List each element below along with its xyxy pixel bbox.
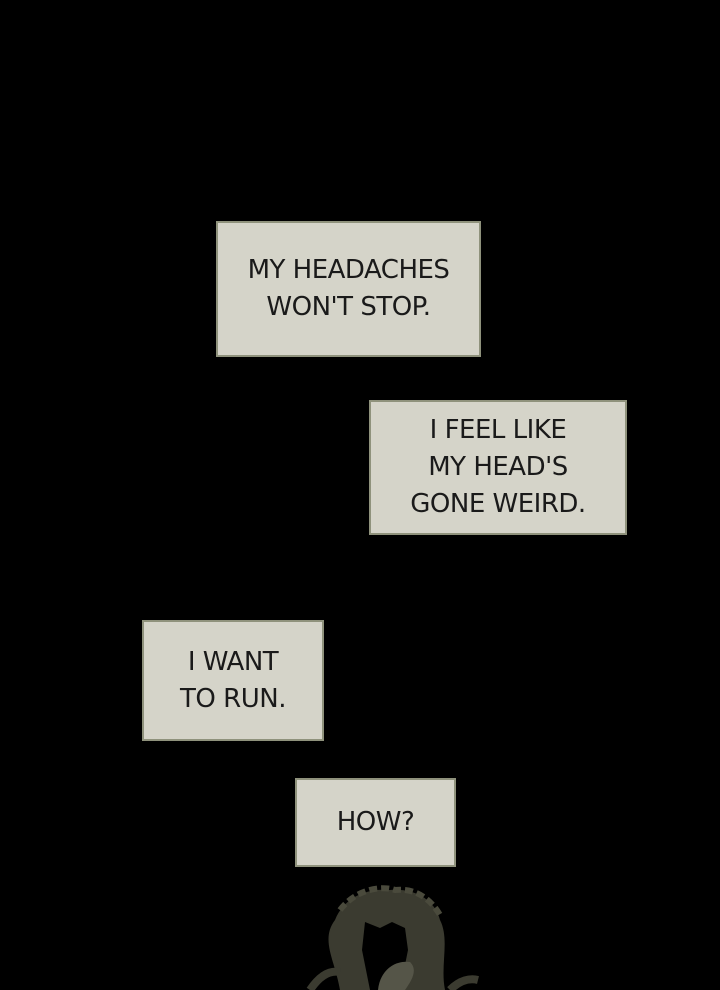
caption-box-1: MY HEADACHES WON'T STOP. bbox=[216, 221, 481, 357]
caption-text: I WANT TO RUN. bbox=[180, 646, 286, 714]
caption-text: MY HEADACHES WON'T STOP. bbox=[247, 255, 450, 322]
caption-text: HOW? bbox=[336, 807, 415, 837]
caption-box-2: I FEEL LIKE MY HEAD'S GONE WEIRD. bbox=[369, 400, 627, 535]
girl-covering-face-illustration bbox=[306, 885, 479, 990]
caption-box-3: I WANT TO RUN. bbox=[142, 620, 324, 741]
caption-text: I FEEL LIKE MY HEAD'S GONE WEIRD. bbox=[410, 415, 586, 519]
caption-box-4: HOW? bbox=[295, 778, 456, 867]
